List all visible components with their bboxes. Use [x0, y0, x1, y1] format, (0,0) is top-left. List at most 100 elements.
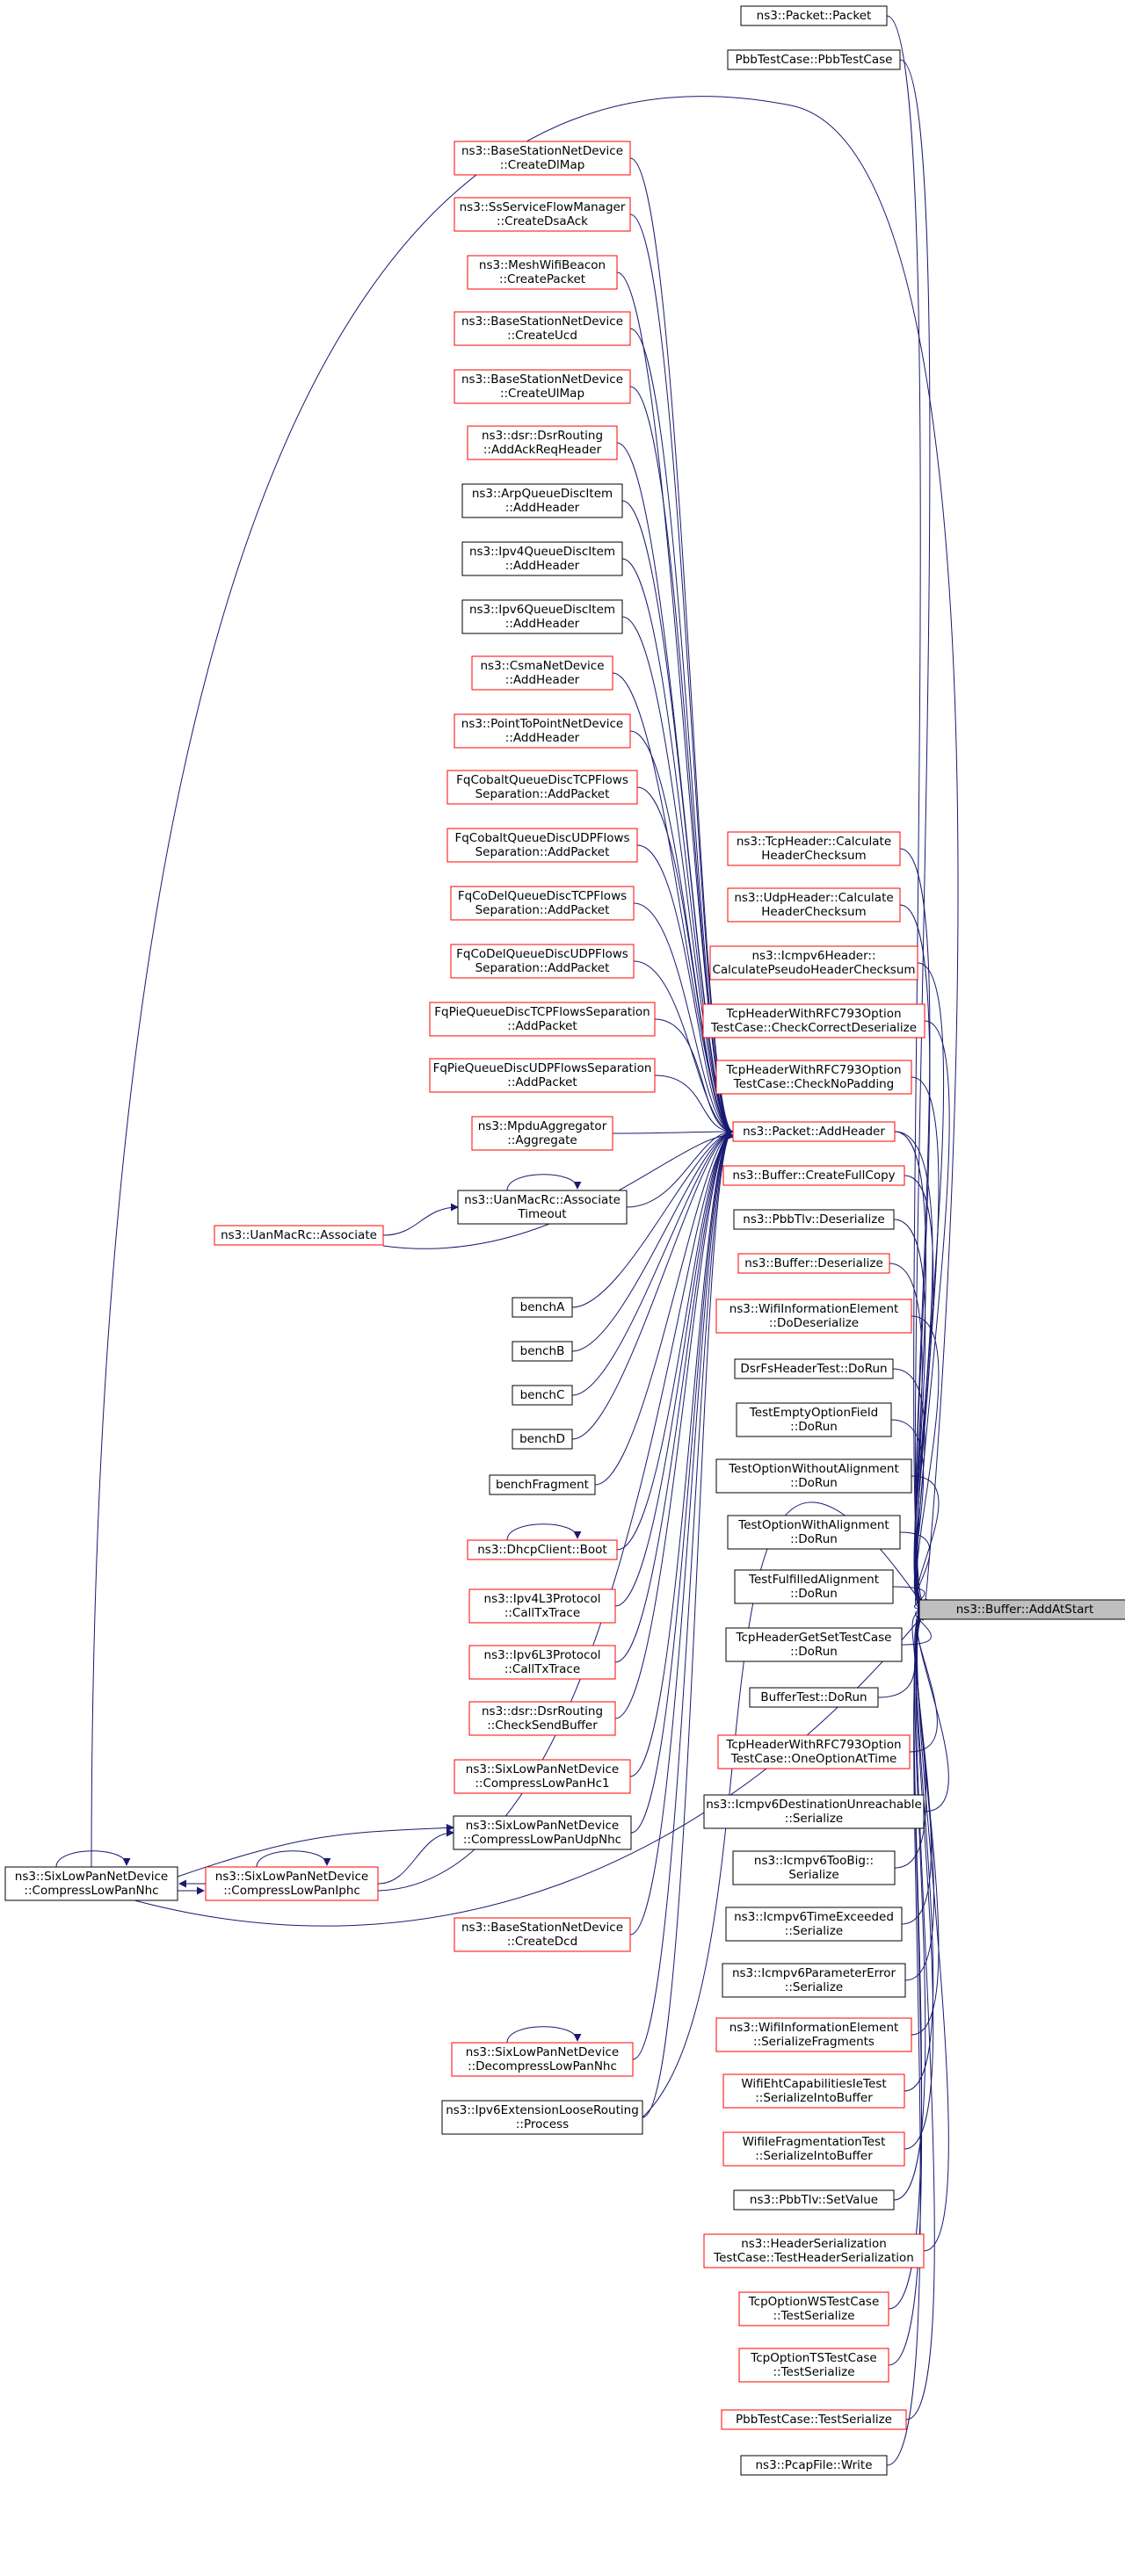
node-m_bsdcd[interactable]: ns3::BaseStationNetDevice::CreateDcd: [454, 1917, 631, 1952]
node-m_sixdec[interactable]: ns3::SixLowPanNetDevice::DecompressLowPa…: [451, 2042, 634, 2077]
node-label: TestCase::TestHeaderSerialization: [713, 2251, 914, 2265]
node-m_ip6q[interactable]: ns3::Ipv6QueueDiscItem::AddHeader: [461, 599, 623, 634]
node-m_fqctcp[interactable]: FqCobaltQueueDiscTCPFlowsSeparation::Add…: [446, 770, 638, 805]
node-r_wifidodes[interactable]: ns3::WifiInformationElement::DoDeseriali…: [715, 1299, 912, 1334]
node-label: ::AddHeader: [505, 673, 580, 687]
node-label: FqPieQueueDiscTCPFlowsSeparation: [434, 1005, 650, 1019]
node-box: [471, 655, 613, 691]
node-box: [740, 5, 888, 26]
node-box: [512, 1297, 573, 1318]
node-r_dsrfs[interactable]: DsrFsHeaderTest::DoRun: [734, 1358, 894, 1379]
node-m_arpq[interactable]: ns3::ArpQueueDiscItem::AddHeader: [461, 483, 623, 518]
node-box: [722, 1963, 906, 1998]
node-r_pbbts[interactable]: PbbTestCase::TestSerialize: [721, 2409, 907, 2430]
node-label: ::DoRun: [790, 1645, 838, 1659]
edge-m_ip6ext-to-hub: [642, 1127, 734, 2118]
node-m_benchf[interactable]: benchFragment: [489, 1474, 596, 1495]
node-r_packet[interactable]: ns3::Packet::Packet: [740, 5, 888, 26]
node-m_ip6ext[interactable]: ns3::Ipv6ExtensionLooseRouting::Process: [441, 2100, 643, 2135]
node-m_mpdu[interactable]: ns3::MpduAggregator::Aggregate: [471, 1116, 613, 1151]
node-label: ns3::BaseStationNetDevice: [461, 315, 623, 329]
node-m_dsrcsb[interactable]: ns3::dsr::DsrRouting::CheckSendBuffer: [468, 1701, 616, 1736]
node-m_bscdl[interactable]: ns3::BaseStationNetDevice::CreateDlMap: [454, 141, 631, 176]
node-r_wifisf[interactable]: ns3::WifiInformationElement::SerializeFr…: [715, 2017, 912, 2052]
node-label: ns3::SixLowPanNetDevice: [15, 1870, 168, 1884]
node-r_wifieht[interactable]: WifiEhtCapabilitiesIeTest::SerializeInto…: [722, 2073, 905, 2109]
node-m_dhcp[interactable]: ns3::DhcpClient::Boot: [467, 1539, 618, 1560]
node-box: [205, 1866, 379, 1901]
node-m_ip4l3[interactable]: ns3::Ipv4L3Protocol::CallTxTrace: [468, 1588, 616, 1624]
node-r_thgs[interactable]: TcpHeaderGetSetTestCase::DoRun: [725, 1627, 903, 1662]
node-r_pbbctor[interactable]: PbbTestCase::PbbTestCase: [727, 49, 901, 70]
node-r_icmpte[interactable]: ns3::Icmpv6TimeExceeded::Serialize: [725, 1907, 903, 1942]
node-m_sixnhc[interactable]: ns3::SixLowPanNetDevice::CompressLowPanN…: [4, 1866, 178, 1901]
node-hub[interactable]: ns3::Packet::AddHeader: [732, 1121, 896, 1142]
node-box: [454, 141, 631, 176]
node-m_p2p[interactable]: ns3::PointToPointNetDevice::AddHeader: [454, 713, 631, 749]
node-r_icmpcs[interactable]: ns3::Icmpv6Header::CalculatePseudoHeader…: [709, 945, 918, 980]
node-m_fqcudp[interactable]: FqCobaltQueueDiscUDPFlowsSeparation::Add…: [446, 828, 638, 863]
node-label: ::Serialize: [785, 1924, 843, 1938]
node-m_bsul[interactable]: ns3::BaseStationNetDevice::CreateUlMap: [454, 369, 631, 404]
node-r_tcp793a[interactable]: TcpHeaderWithRFC793OptionTestCase::Check…: [702, 1003, 925, 1038]
node-box: [471, 1116, 613, 1151]
node-r_pbbtlvdes[interactable]: ns3::PbbTlv::Deserialize: [733, 1209, 895, 1230]
node-r_pcap[interactable]: ns3::PcapFile::Write: [740, 2455, 888, 2476]
node-m_ip4q[interactable]: ns3::Ipv4QueueDiscItem::AddHeader: [461, 541, 623, 576]
node-box: [715, 1060, 912, 1095]
edge-r_pbbtlvdes-to-focus: [893, 1219, 926, 1609]
node-m_bencha[interactable]: benchA: [512, 1297, 573, 1318]
node-label: WifiEhtCapabilitiesIeTest: [741, 2077, 886, 2091]
node-m_benchb[interactable]: benchB: [512, 1341, 573, 1362]
node-r_teof[interactable]: TestEmptyOptionField::DoRun: [736, 1402, 892, 1437]
node-m_ip6l3[interactable]: ns3::Ipv6L3Protocol::CallTxTrace: [468, 1645, 616, 1680]
node-label: ns3::WifiInformationElement: [729, 2021, 899, 2035]
node-label: ns3::WifiInformationElement: [729, 1302, 899, 1316]
node-m_sixudp[interactable]: ns3::SixLowPanNetDevice::CompressLowPanU…: [453, 1815, 632, 1850]
node-label: ::CreateDlMap: [500, 158, 585, 172]
node-label: ::SerializeFragments: [753, 2035, 875, 2049]
node-m_dsrack[interactable]: ns3::dsr::DsrRouting::AddAckReqHeader: [467, 425, 618, 460]
node-r_hdrser[interactable]: ns3::HeaderSerializationTestCase::TestHe…: [703, 2233, 925, 2268]
node-r_wififrag[interactable]: WifiIeFragmentationTest::SerializeIntoBu…: [722, 2131, 905, 2167]
node-r_bufdes[interactable]: ns3::Buffer::Deserialize: [737, 1253, 890, 1274]
node-r_icmppe[interactable]: ns3::Icmpv6ParameterError::Serialize: [722, 1963, 906, 1998]
node-m_bsucd[interactable]: ns3::BaseStationNetDevice::CreateUcd: [454, 311, 631, 346]
node-focus[interactable]: ns3::Buffer::AddAtStart: [918, 1599, 1125, 1620]
node-m_fqptcp[interactable]: FqPieQueueDiscTCPFlowsSeparation::AddPac…: [429, 1002, 656, 1037]
node-r_buftest[interactable]: BufferTest::DoRun: [749, 1687, 879, 1708]
node-m_benchd[interactable]: benchD: [512, 1429, 573, 1450]
node-label: ns3::Ipv6QueueDiscItem: [469, 603, 615, 617]
edge-m_fqcudp-to-hub: [636, 844, 734, 1136]
node-r_pbbsv[interactable]: ns3::PbbTlv::SetValue: [733, 2189, 895, 2211]
node-r_tcp793c[interactable]: TcpHeaderWithRFC793OptionTestCase::OneOp…: [717, 1734, 911, 1769]
node-label: ns3::SixLowPanNetDevice: [466, 1819, 619, 1833]
node-label: ::AddHeader: [505, 559, 580, 573]
node-label: ::DoRun: [790, 1476, 838, 1490]
node-m_fqcdtcp[interactable]: FqCoDelQueueDiscTCPFlowsSeparation::AddP…: [450, 886, 635, 921]
node-label: ::TestSerialize: [773, 2365, 854, 2379]
node-m_benchc[interactable]: benchC: [512, 1385, 573, 1406]
node-m_ssdsa[interactable]: ns3::SsServiceFlowManager::CreateDsaAck: [454, 197, 631, 232]
node-label: ns3::Ipv4L3Protocol: [484, 1592, 601, 1606]
node-r_tcp793b[interactable]: TcpHeaderWithRFC793OptionTestCase::Check…: [715, 1060, 912, 1095]
node-r_twa[interactable]: TestOptionWithAlignment::DoRun: [727, 1515, 901, 1550]
node-r_towa[interactable]: TestOptionWithoutAlignment::DoRun: [715, 1458, 912, 1494]
node-m_mesh[interactable]: ns3::MeshWifiBeacon::CreatePacket: [467, 255, 618, 290]
node-m_sixiphc[interactable]: ns3::SixLowPanNetDevice::CompressLowPanI…: [205, 1866, 379, 1901]
node-m_csma[interactable]: ns3::CsmaNetDevice::AddHeader: [471, 655, 613, 691]
node-m_fqcdudp[interactable]: FqCoDelQueueDiscUDPFlowsSeparation::AddP…: [450, 944, 635, 979]
node-m_fqpudp[interactable]: FqPieQueueDiscUDPFlowsSeparation::AddPac…: [429, 1058, 656, 1093]
node-r_tcpts[interactable]: TcpOptionTSTestCase::TestSerialize: [738, 2348, 889, 2383]
node-m_sixhc1[interactable]: ns3::SixLowPanNetDevice::CompressLowPanH…: [454, 1759, 631, 1794]
node-r_cfc[interactable]: ns3::Buffer::CreateFullCopy: [722, 1165, 905, 1186]
edge-m_fqptcp-to-hub: [654, 1018, 734, 1136]
node-r_tfa[interactable]: TestFulfilledAlignment::DoRun: [734, 1569, 894, 1604]
node-m_uana[interactable]: ns3::UanMacRc::Associate: [214, 1225, 384, 1246]
node-r_tcpws[interactable]: TcpOptionWSTestCase::TestSerialize: [738, 2291, 889, 2326]
node-r_icmpdu[interactable]: ns3::Icmpv6DestinationUnreachable::Seria…: [703, 1794, 925, 1829]
node-r_icmptb[interactable]: ns3::Icmpv6TooBig::Serialize: [732, 1850, 896, 1885]
